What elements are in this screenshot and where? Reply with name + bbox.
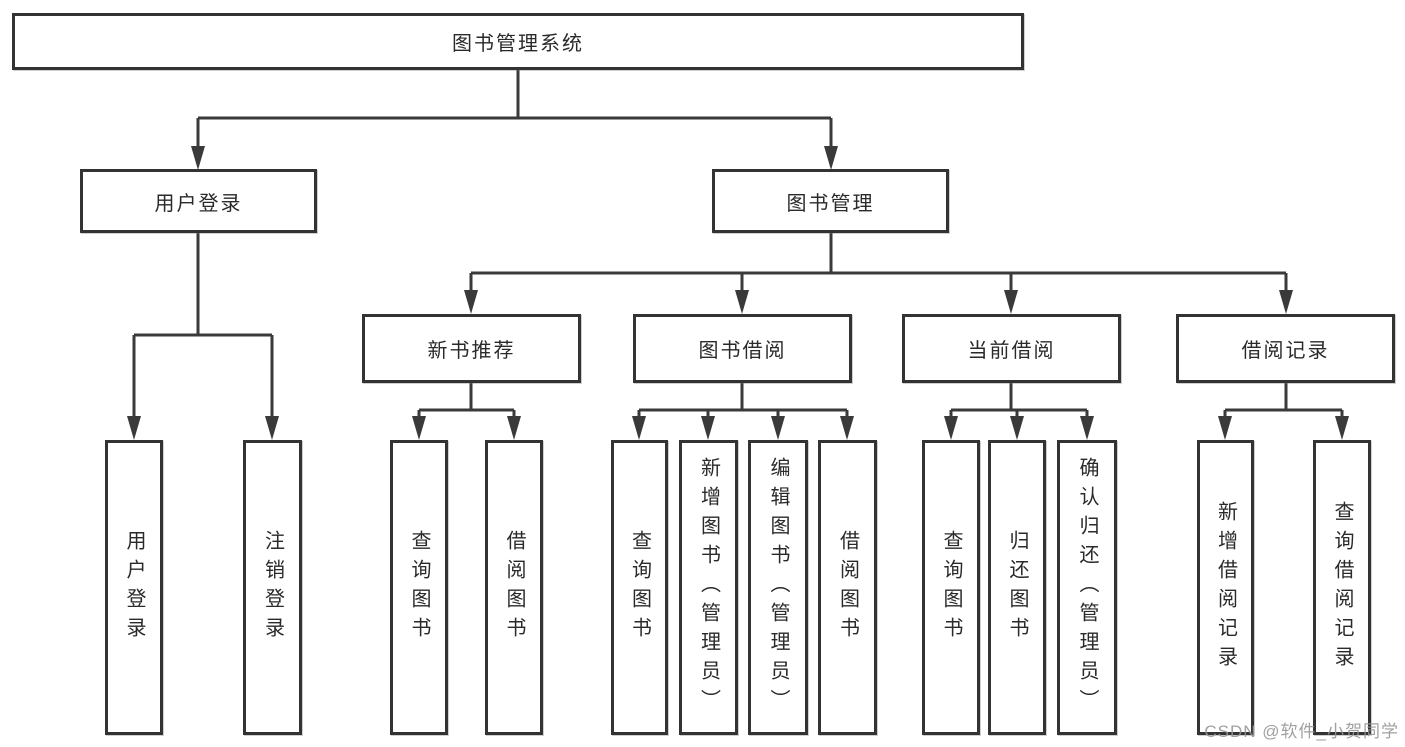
node-book-management-label: 图书管理 <box>786 192 875 215</box>
leaf-borrow-books-recommend-label: 借阅图书 <box>503 529 525 646</box>
leaf-return-books-label: 归还图书 <box>1006 529 1028 646</box>
leaf-confirm-return-admin-label: 确认归还（管理员） <box>1076 457 1098 718</box>
leaf-return-books: 归还图书 <box>988 440 1046 735</box>
leaf-borrow-books-label: 借阅图书 <box>836 529 859 646</box>
node-current-borrowing-label: 当前借阅 <box>967 340 1056 362</box>
csdn-watermark: CSDN @软件_小贺同学 <box>1204 722 1399 741</box>
leaf-add-books-admin: 新增图书（管理员） <box>679 440 738 735</box>
leaf-query-books-borrowing-label: 查询图书 <box>628 529 651 646</box>
leaf-query-books-recommend: 查询图书 <box>390 440 448 735</box>
leaf-edit-books-admin-label: 编辑图书（管理员） <box>767 457 789 718</box>
leaf-user-login: 用户登录 <box>105 440 163 735</box>
node-user-login: 用户登录 <box>80 169 317 233</box>
leaf-borrow-books-recommend: 借阅图书 <box>485 440 543 735</box>
node-book-borrowing: 图书借阅 <box>633 314 852 383</box>
leaf-user-login-label: 用户登录 <box>123 529 145 646</box>
node-current-borrowing: 当前借阅 <box>902 314 1121 383</box>
leaf-logout-label: 注销登录 <box>261 529 284 646</box>
leaf-query-books-current: 查询图书 <box>922 440 980 735</box>
leaf-add-borrow-record-label: 新增借阅记录 <box>1214 500 1237 675</box>
leaf-query-borrow-record: 查询借阅记录 <box>1313 440 1371 735</box>
node-book-borrowing-label: 图书借阅 <box>698 340 787 362</box>
leaf-borrow-books: 借阅图书 <box>818 440 877 735</box>
node-borrow-records-label: 借阅记录 <box>1241 340 1330 362</box>
node-new-book-recommend-label: 新书推荐 <box>427 340 516 362</box>
node-borrow-records: 借阅记录 <box>1176 314 1395 383</box>
node-root-library-system: 图书管理系统 <box>12 13 1024 70</box>
leaf-query-books-recommend-label: 查询图书 <box>408 529 430 646</box>
leaf-query-books-current-label: 查询图书 <box>940 529 962 646</box>
leaf-confirm-return-admin: 确认归还（管理员） <box>1057 440 1117 735</box>
leaf-add-borrow-record: 新增借阅记录 <box>1197 440 1254 735</box>
leaf-query-borrow-record-label: 查询借阅记录 <box>1331 500 1353 675</box>
node-new-book-recommend: 新书推荐 <box>362 314 581 383</box>
node-root-label: 图书管理系统 <box>452 33 584 55</box>
leaf-edit-books-admin: 编辑图书（管理员） <box>748 440 808 735</box>
leaf-add-books-admin-label: 新增图书（管理员） <box>697 457 720 718</box>
leaf-logout: 注销登录 <box>243 440 302 735</box>
leaf-query-books-borrowing: 查询图书 <box>611 440 668 735</box>
node-user-login-label: 用户登录 <box>154 192 243 215</box>
node-book-management: 图书管理 <box>712 169 949 233</box>
